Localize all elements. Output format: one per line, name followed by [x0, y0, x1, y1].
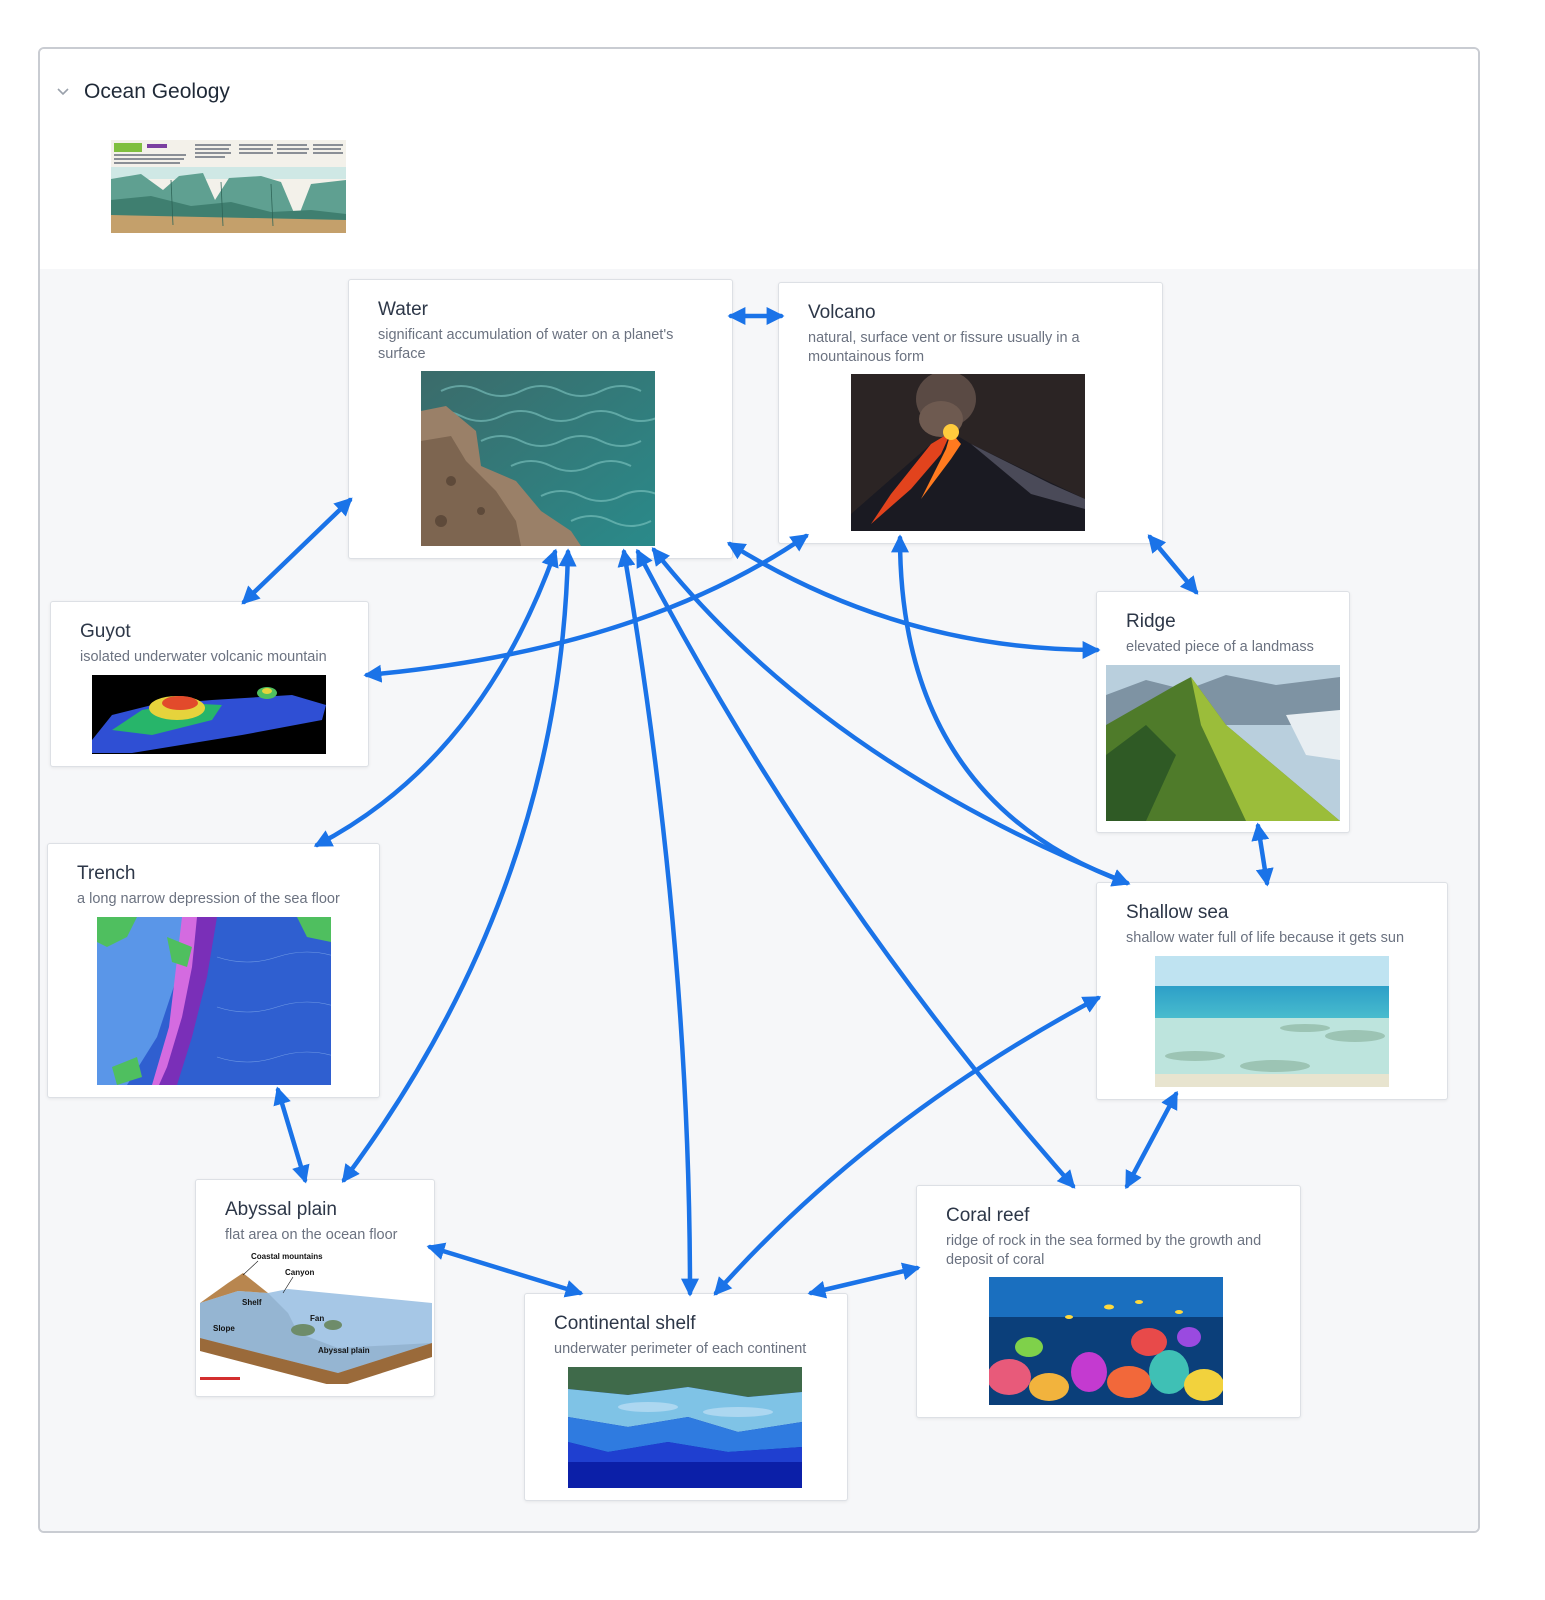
node-title: Abyssal plain — [225, 1199, 337, 1220]
node-description: natural, surface vent or fissure usually… — [808, 330, 1080, 365]
node-shallow-sea[interactable]: Shallow sea shallow water full of life b… — [1096, 882, 1448, 1100]
node-title: Shallow sea — [1126, 902, 1229, 923]
node-coral-reef[interactable]: Coral reef ridge of rock in the sea form… — [916, 1185, 1301, 1418]
edge-abyssal_plain-continental_shelf[interactable] — [426, 1242, 584, 1298]
diagram-label: Shelf — [242, 1298, 262, 1307]
diagram-label: Canyon — [285, 1268, 314, 1277]
node-trench[interactable]: Trench a long narrow depression of the s… — [47, 843, 380, 1098]
diagram-label: Coastal mountains — [251, 1253, 323, 1261]
diagram-label: Abyssal plain — [318, 1346, 370, 1355]
continental-shelf-image — [568, 1367, 802, 1488]
panel-header: Ocean Geology — [40, 49, 1478, 269]
node-title: Water — [378, 299, 428, 320]
diagram-label: Fan — [310, 1314, 324, 1323]
node-title: Guyot — [80, 621, 131, 642]
edge-volcano-ridge[interactable] — [1147, 534, 1199, 595]
node-description: significant accumulation of water on a p… — [378, 327, 674, 362]
node-title: Continental shelf — [554, 1313, 696, 1334]
node-description: isolated underwater volcanic mountain — [80, 649, 327, 665]
guyot-bathymetry-image — [92, 675, 326, 754]
ridge-photo — [1106, 665, 1340, 821]
ocean-floor-poster-thumbnail[interactable] — [111, 140, 346, 233]
edge-shallow_sea-coral_reef[interactable] — [1124, 1090, 1179, 1190]
node-description: a long narrow depression of the sea floo… — [77, 891, 340, 907]
volcano-photo — [851, 374, 1085, 531]
edge-water-abyssal_plain[interactable] — [341, 548, 577, 1183]
node-description: shallow water full of life because it ge… — [1126, 930, 1405, 946]
node-description: elevated piece of a landmass — [1126, 639, 1314, 655]
node-ridge[interactable]: Ridge elevated piece of a landmass — [1096, 591, 1350, 833]
node-title: Ridge — [1126, 611, 1176, 632]
node-abyssal-plain[interactable]: Abyssal plain flat area on the ocean flo… — [195, 1179, 435, 1397]
node-continental-shelf[interactable]: Continental shelf underwater perimeter o… — [524, 1293, 848, 1501]
coral-reef-photo — [989, 1277, 1223, 1405]
node-title: Trench — [77, 863, 136, 884]
edge-continental_shelf-shallow_sea[interactable] — [713, 995, 1102, 1296]
water-photo — [421, 371, 655, 546]
node-volcano[interactable]: Volcano natural, surface vent or fissure… — [778, 282, 1163, 544]
node-description: underwater perimeter of each continent — [554, 1341, 807, 1357]
edge-trench-abyssal_plain[interactable] — [273, 1086, 310, 1184]
node-title: Volcano — [808, 302, 876, 323]
shallow-sea-photo — [1155, 956, 1389, 1087]
diagram-label: Slope — [213, 1324, 235, 1333]
node-description: ridge of rock in the sea formed by the g… — [946, 1233, 1262, 1268]
edge-continental_shelf-coral_reef[interactable] — [807, 1262, 921, 1299]
edge-ridge-shallow_sea[interactable] — [1251, 822, 1274, 887]
node-description: flat area on the ocean floor — [225, 1227, 398, 1243]
node-title: Coral reef — [946, 1205, 1030, 1226]
edge-volcano-shallow_sea[interactable] — [891, 534, 1131, 887]
node-water[interactable]: Water significant accumulation of water … — [348, 279, 733, 559]
panel-title: Ocean Geology — [84, 80, 230, 103]
chevron-down-icon[interactable] — [56, 85, 70, 99]
edge-water-guyot[interactable] — [241, 497, 353, 605]
trench-map-image — [97, 917, 331, 1085]
node-guyot[interactable]: Guyot isolated underwater volcanic mount… — [50, 601, 369, 767]
abyssal-plain-diagram: Coastal mountains Canyon Shelf Slope Fan… — [198, 1253, 432, 1384]
